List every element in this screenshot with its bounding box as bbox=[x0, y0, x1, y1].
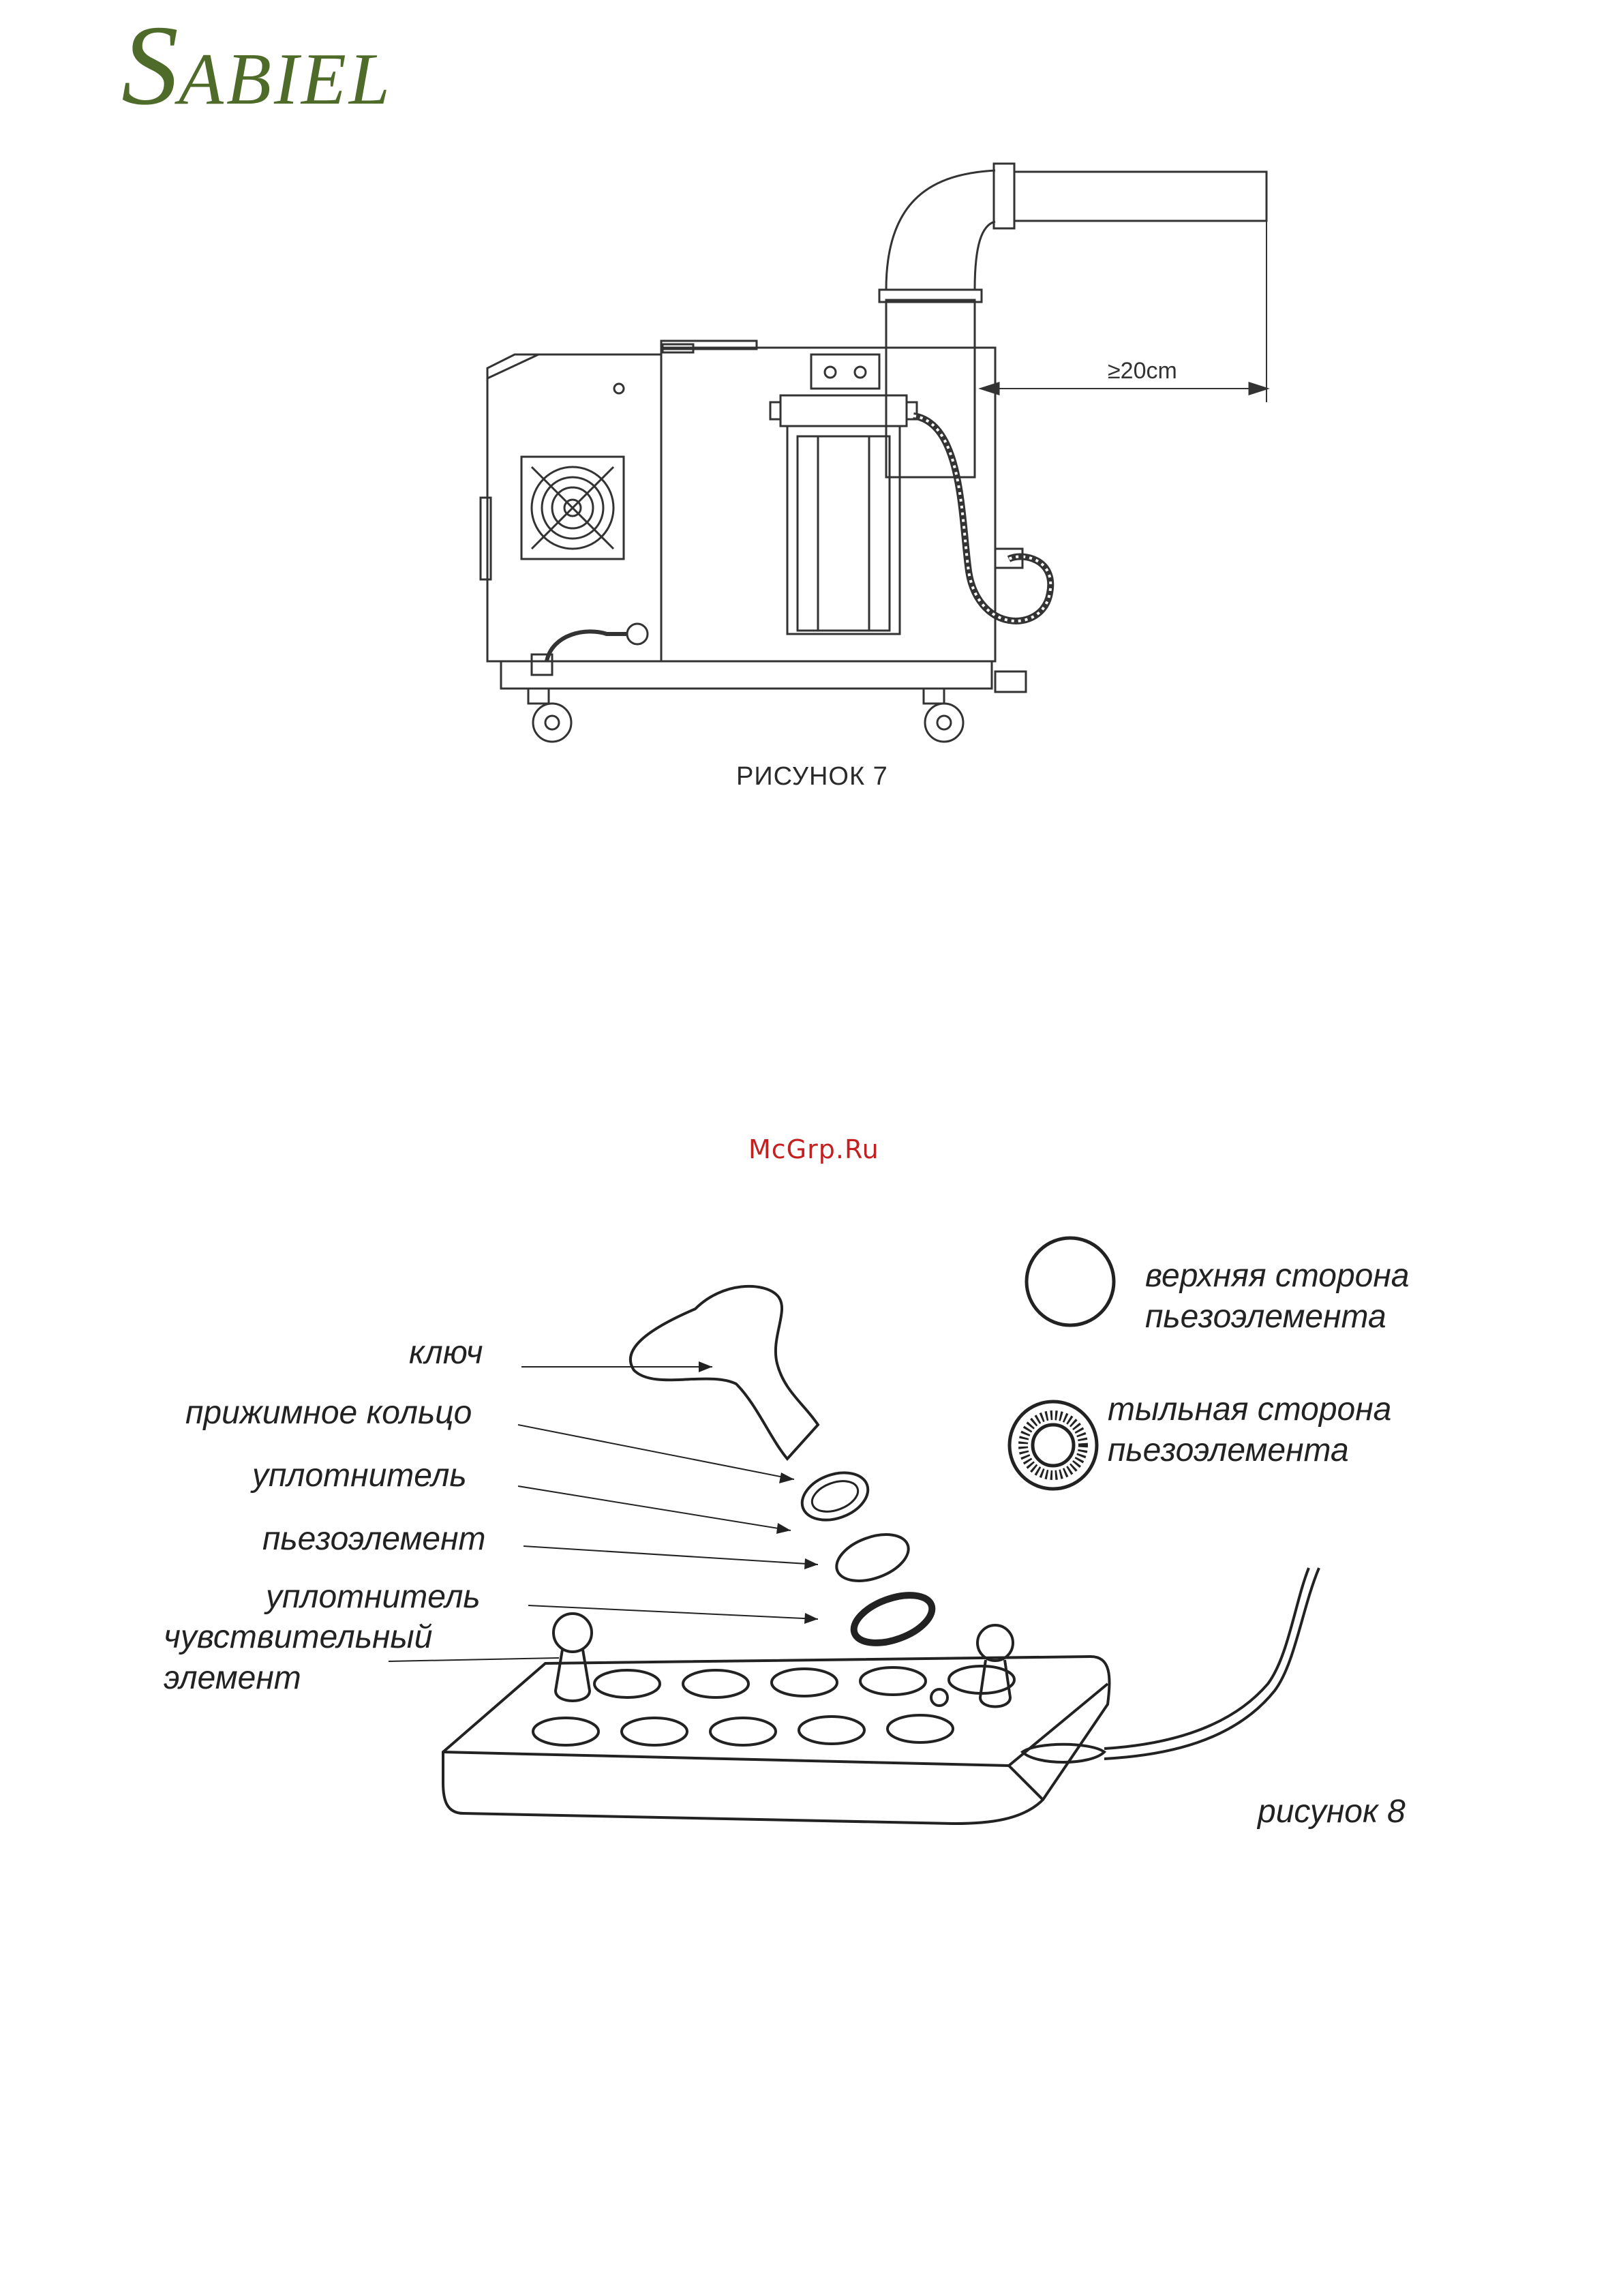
dimension-arrow-left bbox=[982, 383, 999, 394]
braided-hose bbox=[913, 416, 1050, 621]
figure-8-caption: рисунок 8 bbox=[1258, 1793, 1406, 1830]
legend-top-side-line1: верхняя сторона bbox=[1145, 1256, 1409, 1297]
label-clamp-ring: прижимное кольцо bbox=[185, 1393, 472, 1434]
watermark: McGrp.Ru bbox=[748, 1134, 879, 1164]
water-filter bbox=[770, 354, 917, 634]
indicator-dot bbox=[614, 384, 624, 393]
fan-grille-icon bbox=[521, 457, 624, 559]
legend-back-side-line2: пьезоэлемента bbox=[1108, 1430, 1349, 1471]
seal-ring bbox=[847, 1586, 938, 1652]
piezo-disc bbox=[830, 1526, 915, 1590]
braided-hose-texture bbox=[913, 416, 1050, 621]
label-sensor-line2: элемент bbox=[164, 1658, 301, 1699]
side-handle bbox=[481, 498, 491, 579]
logo-rest: ABIEL bbox=[179, 39, 393, 120]
legend-back-side-line1: тыльная сторона bbox=[1108, 1389, 1391, 1430]
label-piezo: пьезоэлемент bbox=[262, 1519, 486, 1560]
key-tool bbox=[631, 1286, 818, 1459]
unit-bevel bbox=[487, 354, 539, 378]
clamp-ring bbox=[795, 1464, 875, 1528]
dimension-label: ≥20cm bbox=[1108, 358, 1177, 384]
drain-hose bbox=[547, 631, 627, 661]
cable-connector bbox=[1022, 1744, 1104, 1762]
plate-corner bbox=[1009, 1766, 1043, 1800]
wheel-right bbox=[924, 689, 963, 742]
unit-base bbox=[501, 661, 992, 689]
valve-fitting bbox=[995, 671, 1026, 692]
label-seal-top: уплотнитель bbox=[252, 1455, 467, 1496]
mount-post-left bbox=[553, 1614, 592, 1701]
wheel-left bbox=[528, 689, 571, 742]
legend-top-side-line2: пьезоэлемента bbox=[1145, 1297, 1386, 1338]
piezo-back-side-icon bbox=[1010, 1402, 1097, 1489]
sabiel-logo: SABIEL bbox=[121, 8, 393, 123]
drain-port bbox=[627, 624, 648, 644]
cable-outer bbox=[1104, 1568, 1319, 1759]
plate-edge bbox=[443, 1684, 1108, 1766]
logo-initial: S bbox=[121, 2, 179, 129]
figure-7-drawing: ≥20cm bbox=[368, 157, 1404, 757]
dimension-arrow-right bbox=[1249, 383, 1266, 394]
sensor-element bbox=[931, 1689, 947, 1706]
label-key: ключ bbox=[409, 1333, 483, 1374]
cable bbox=[1104, 1568, 1309, 1749]
label-sensor-line1: чувствительный bbox=[164, 1617, 432, 1658]
piezo-top-side-icon bbox=[1027, 1238, 1114, 1325]
unit-body-left bbox=[487, 354, 661, 661]
figure-7-caption: РИСУНОК 7 bbox=[736, 762, 888, 791]
label-seal-bottom: уплотнитель bbox=[266, 1577, 481, 1618]
